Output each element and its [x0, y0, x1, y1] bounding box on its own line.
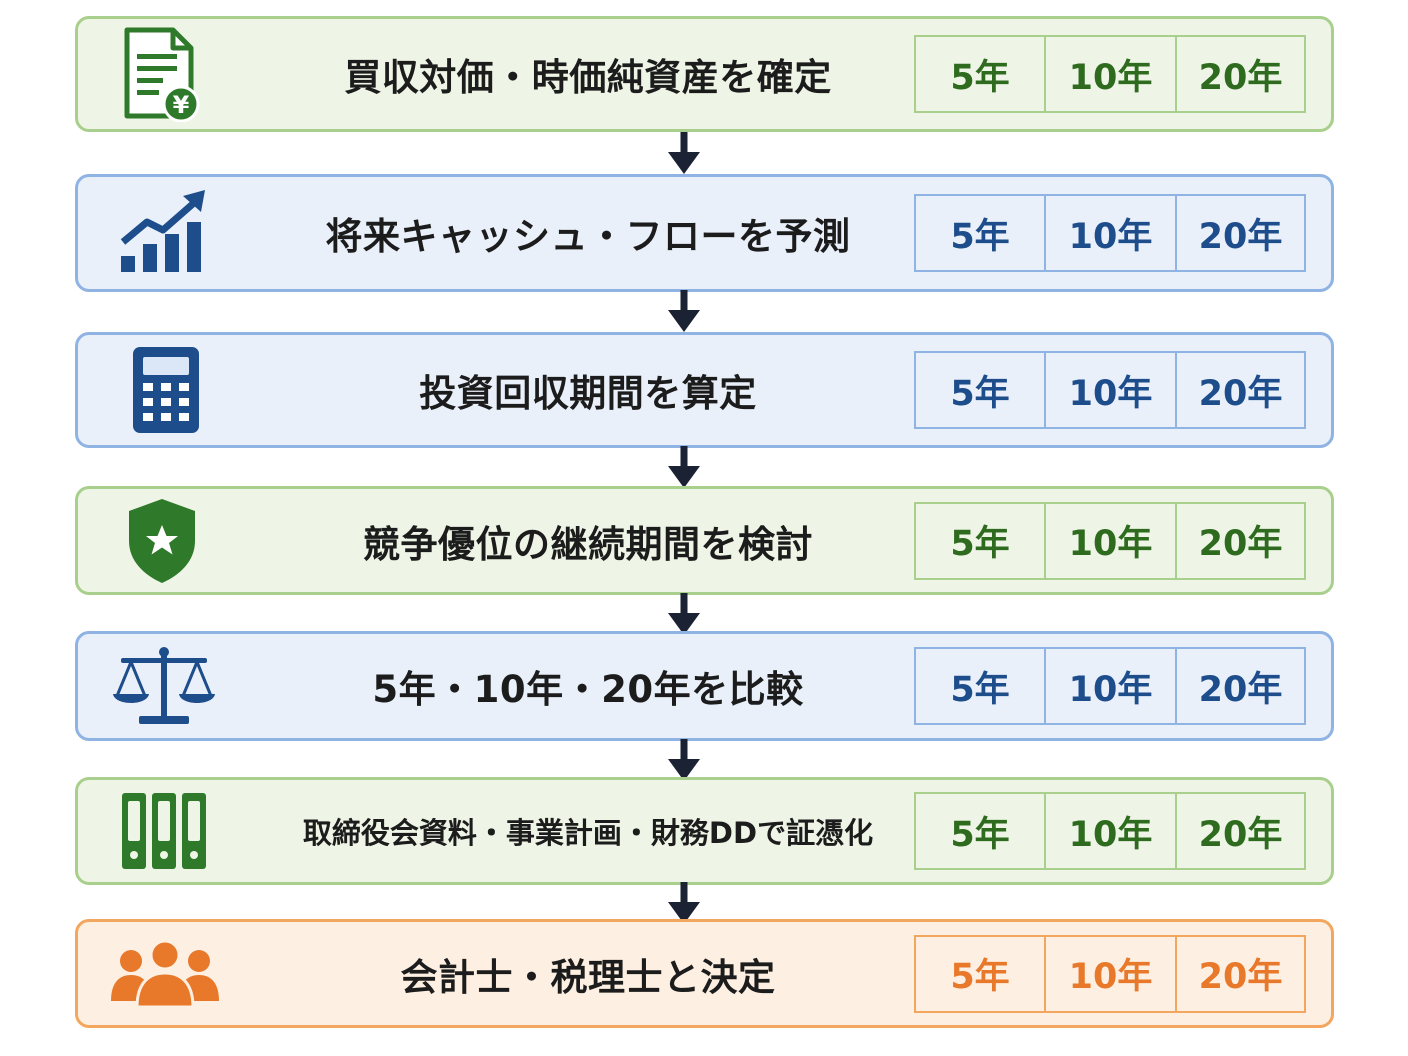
year-5: 5年	[950, 524, 1010, 564]
year-20: 20年	[1175, 794, 1304, 868]
down-arrow-icon	[668, 132, 700, 174]
year-20: 20年	[1175, 936, 1304, 1011]
step-5: 5年・10年・20年を比較 5年 10年 20年	[75, 631, 1334, 741]
year-5: 5年	[950, 216, 1010, 257]
svg-text:¥: ¥	[173, 91, 190, 119]
down-arrow-icon	[668, 290, 700, 332]
down-arrow-icon	[668, 446, 700, 488]
year-5: 5年	[950, 669, 1010, 710]
year-options: 5年 10年 20年	[914, 501, 1306, 580]
year-10: 10年	[1044, 649, 1175, 723]
year-20: 20年	[1175, 649, 1304, 723]
balance-scale-icon	[113, 647, 215, 724]
step-label: 取締役会資料・事業計画・財務DDで証憑化	[302, 816, 874, 850]
year-10: 10年	[1044, 936, 1175, 1011]
year-options: 5年 10年 20年	[914, 35, 1306, 113]
year-options: 5年 10年 20年	[914, 194, 1306, 272]
year-5: 5年	[950, 57, 1010, 98]
step-6: 取締役会資料・事業計画・財務DDで証憑化 5年 10年 20年	[75, 777, 1334, 885]
step-3: 投資回収期間を算定 5年 10年 20年	[75, 332, 1334, 448]
year-options: 5年 10年 20年	[914, 934, 1306, 1013]
year-5: 5年	[950, 373, 1010, 414]
step-1: ¥ 買収対価・時価純資産を確定 5年 10年 20年	[75, 16, 1334, 132]
year-20: 20年	[1175, 503, 1304, 578]
step-label: 競争優位の継続期間を検討	[363, 522, 813, 566]
calculator-icon	[133, 347, 199, 433]
year-10: 10年	[1044, 794, 1175, 868]
year-options: 5年 10年 20年	[914, 792, 1306, 870]
year-20: 20年	[1175, 353, 1304, 427]
down-arrow-icon	[668, 739, 700, 781]
step-label: 将来キャッシュ・フローを予測	[325, 215, 851, 258]
binders-icon	[122, 793, 206, 869]
step-4: 競争優位の継続期間を検討 5年 10年 20年	[75, 486, 1334, 595]
year-5: 5年	[950, 957, 1010, 997]
year-10: 10年	[1044, 353, 1175, 427]
down-arrow-icon	[668, 882, 700, 924]
step-label: 買収対価・時価純資産を確定	[344, 56, 832, 99]
year-options: 5年 10年 20年	[914, 647, 1306, 725]
year-5: 5年	[950, 814, 1010, 855]
team-icon	[111, 939, 219, 1008]
year-10: 10年	[1044, 37, 1175, 111]
step-2: 将来キャッシュ・フローを予測 5年 10年 20年	[75, 174, 1334, 292]
year-10: 10年	[1044, 503, 1175, 578]
document-yen-icon: ¥	[124, 27, 200, 122]
growth-chart-icon	[120, 190, 205, 272]
shield-star-icon	[129, 498, 195, 583]
step-label: 5年・10年・20年を比較	[372, 668, 804, 711]
year-20: 20年	[1175, 37, 1304, 111]
year-options: 5年 10年 20年	[914, 351, 1306, 429]
step-label: 会計士・税理士と決定	[400, 955, 776, 999]
year-20: 20年	[1175, 196, 1304, 270]
year-10: 10年	[1044, 196, 1175, 270]
step-label: 投資回収期間を算定	[419, 372, 757, 415]
step-7: 会計士・税理士と決定 5年 10年 20年	[75, 919, 1334, 1028]
down-arrow-icon	[668, 593, 700, 635]
